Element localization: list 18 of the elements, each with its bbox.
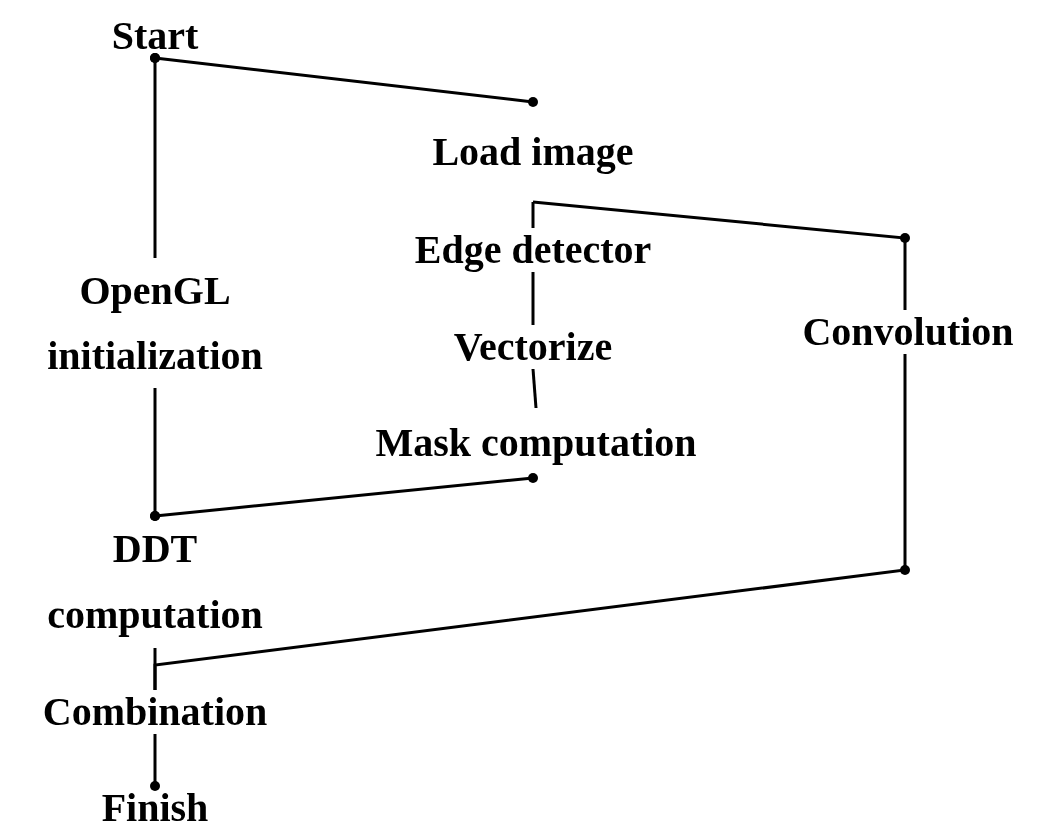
step-label: OpenGL initialization	[10, 258, 300, 388]
step-label: Load image	[432, 102, 634, 202]
connector-line	[531, 272, 535, 325]
connector-line	[150, 53, 160, 258]
connector-line	[532, 200, 907, 310]
connector-line	[150, 734, 160, 791]
step-label: Vectorize	[453, 325, 613, 369]
connector-line	[153, 648, 157, 690]
step-label: Convolution	[802, 310, 1014, 354]
step-label: Start	[111, 14, 199, 58]
connector-line	[150, 473, 538, 521]
step-label: Finish	[101, 786, 209, 830]
step-label: Edge detector	[414, 228, 652, 272]
connector-line	[531, 202, 535, 228]
step-label: Mask computation	[375, 408, 697, 478]
step-label: Combination	[42, 690, 268, 734]
connector-line	[531, 368, 538, 409]
step-label: DDT computation	[20, 516, 290, 648]
